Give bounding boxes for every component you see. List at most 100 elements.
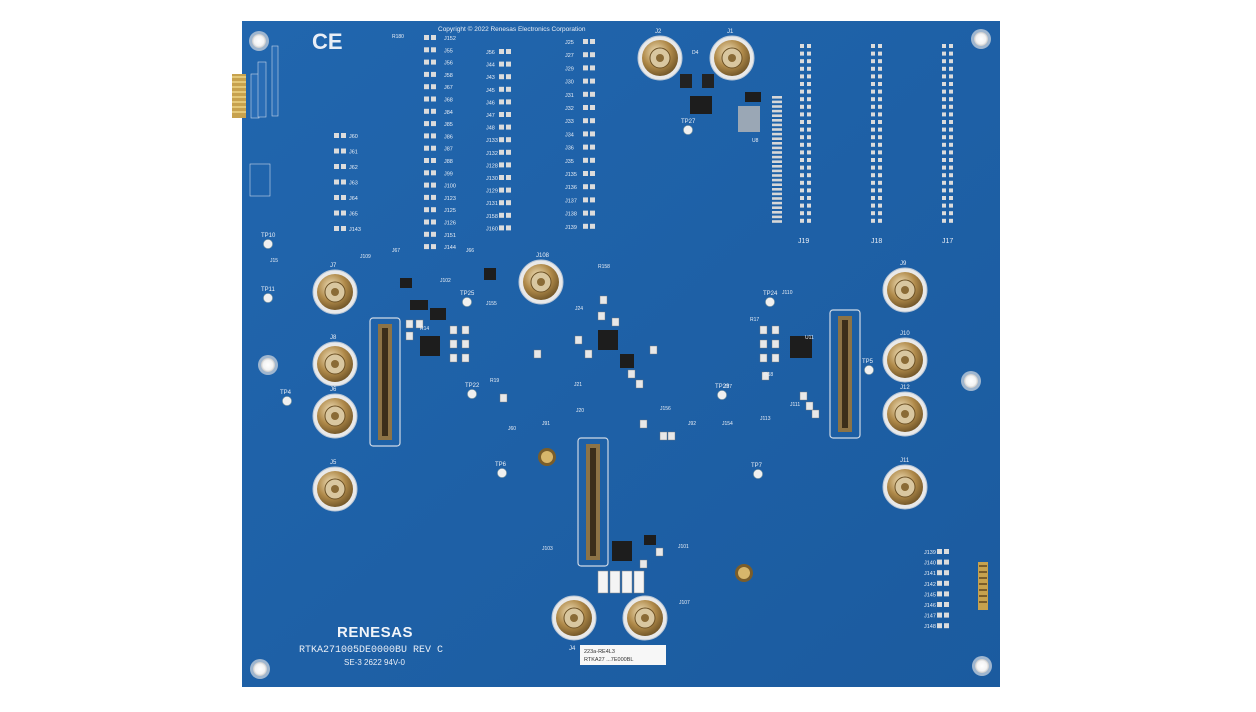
smd-part [584, 349, 593, 359]
smd-part [639, 559, 648, 569]
header-label-j18: J18 [871, 238, 882, 245]
jumper-j47: J47 [486, 112, 511, 119]
jumper-j55: J55 [424, 47, 453, 54]
resistor [772, 192, 782, 196]
silk-label-r17: R17 [750, 317, 759, 323]
silk-label-u11: U11 [805, 335, 814, 341]
resistor [772, 123, 782, 127]
jumper-j30: J30 [565, 78, 595, 86]
sma-label: J1 [727, 29, 734, 35]
resistor [772, 109, 782, 113]
silk-label-r18: R18 [764, 372, 773, 378]
jumper-column-3: J25J27J29J30J31J32J33J34J36J35J135J136J1… [565, 39, 595, 231]
jumper-label: J123 [444, 196, 456, 202]
silk-label-r19: R19 [490, 378, 499, 384]
smd-part [599, 295, 608, 305]
test-point-label: TP4 [280, 390, 292, 396]
jumper-j99: J99 [424, 170, 453, 177]
smd-part [639, 419, 648, 429]
resistor [772, 183, 782, 186]
jumper-label: J87 [444, 147, 453, 153]
test-point-tp11: TP11 [261, 287, 276, 303]
smd-part [461, 339, 470, 349]
sma-connector-j4: J4 [551, 595, 597, 652]
jumper-label: J151 [444, 233, 456, 239]
silk-label-j109: J109 [360, 254, 371, 260]
passive-components [405, 295, 820, 569]
smd-part [761, 371, 770, 381]
resistor [772, 119, 782, 122]
jumper-label: J133 [486, 138, 498, 144]
board-connector-bottom [577, 437, 609, 567]
resistor [772, 215, 782, 219]
sma-connectors: J2J1J7J8J6J5J108J4J3J9J10J12J11 [312, 29, 928, 652]
resistor [772, 174, 782, 177]
test-point-label: TP6 [495, 462, 507, 468]
silk-label-j101: J101 [678, 544, 689, 550]
mounting-holes [249, 29, 992, 679]
smd-part [759, 353, 768, 363]
smd-part [771, 339, 780, 349]
jumper-label: J144 [444, 245, 456, 251]
jumper-j145: J145 [924, 591, 949, 598]
header-label-j17: J17 [942, 238, 953, 245]
smd-part [597, 311, 606, 321]
resistor [772, 128, 782, 131]
edge-pin-header [232, 74, 246, 118]
jumper-j133: J133 [486, 137, 511, 144]
sma-label: J4 [569, 646, 576, 652]
smd-part [449, 339, 458, 349]
silk-label-j21: J21 [574, 382, 582, 388]
board-connector-right [829, 309, 861, 439]
resistor [772, 132, 782, 136]
resistor [772, 155, 782, 159]
silk-label-j110: J110 [782, 290, 793, 296]
resistor [772, 169, 782, 173]
jumper-label: J139 [565, 225, 577, 231]
jumper-j136: J136 [565, 184, 595, 191]
jumper-j138: J138 [565, 210, 595, 218]
test-point-label: TP5 [862, 359, 874, 365]
test-point-tp25: TP25 [460, 291, 475, 307]
jumper-j85: J85 [424, 121, 453, 128]
resistor [772, 160, 782, 163]
silk-label-j67: J67 [392, 248, 400, 254]
jumper-j151: J151 [424, 231, 456, 239]
jumper-j64: J64 [334, 195, 358, 202]
sma-label: J8 [330, 335, 337, 341]
jumper-label: J132 [486, 151, 498, 157]
jumper-label: J45 [486, 88, 495, 94]
silk-label-j24: J24 [575, 306, 583, 312]
jumper-j36: J36 [565, 144, 595, 152]
test-point-tp7: TP7 [751, 463, 763, 479]
jumper-label: J63 [349, 181, 358, 187]
resistor [772, 206, 782, 209]
jumper-j86: J86 [424, 133, 453, 140]
test-point-tp10: TP10 [261, 233, 276, 249]
smd-part [415, 319, 424, 329]
smd-part [635, 379, 644, 389]
silk-label-j111: J111 [790, 402, 800, 408]
resistor [772, 137, 782, 140]
jumper-label: J137 [565, 198, 577, 204]
smd-part [533, 349, 542, 359]
silk-label-j15: J15 [270, 258, 278, 264]
resistor [772, 114, 782, 117]
jumper-label: J139 [924, 550, 936, 556]
jumper-label: J27 [565, 53, 574, 59]
jumper-label: J33 [565, 119, 574, 125]
jumper-j87: J87 [424, 145, 453, 153]
smd-part [405, 319, 414, 329]
smd-part [649, 345, 658, 355]
smd-part [659, 431, 668, 441]
sma-label: J6 [330, 387, 337, 393]
silk-label-r158: R158 [598, 264, 610, 270]
jumper-label: J29 [565, 66, 574, 72]
jumper-label: J152 [444, 36, 456, 42]
smd-part [461, 325, 470, 335]
test-point-label: TP27 [681, 119, 696, 125]
jumper-j61: J61 [334, 148, 358, 156]
silk-label-r180: R180 [392, 34, 404, 40]
